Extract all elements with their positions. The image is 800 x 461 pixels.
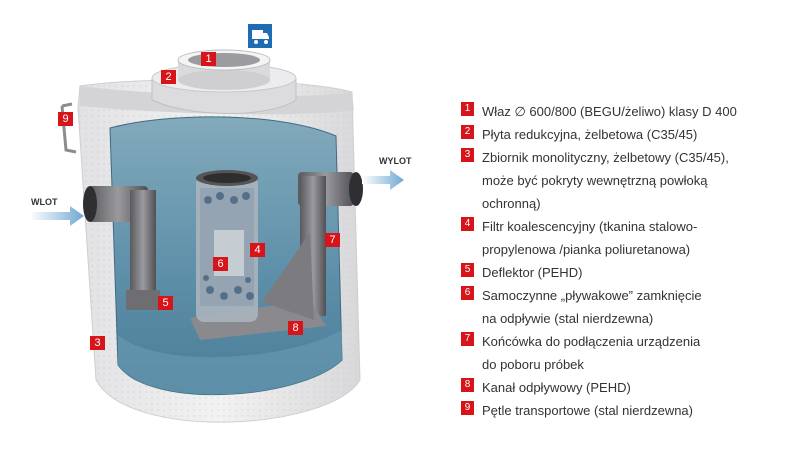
inlet-pipe [83,186,160,310]
callout-4: 4 [250,243,265,257]
legend-badge: 3 [461,148,474,162]
callout-5: 5 [158,296,173,310]
callout-3: 3 [90,336,105,350]
separator-cutaway-diagram [30,24,404,423]
legend-text: ochronną) [482,196,541,211]
legend-badge: 2 [461,125,474,139]
callout-1: 1 [201,52,216,66]
truck-icon [248,24,272,48]
legend-text: do poboru próbek [482,357,584,372]
legend-text: Deflektor (PEHD) [482,265,583,280]
inlet-label: WLOT [31,197,58,207]
legend-badge: 8 [461,378,474,392]
callout-9: 9 [58,112,73,126]
legend-text: Samoczynne „pływakowe” zamknięcie [482,288,702,303]
legend-text: Filtr koalescencyjny (tkanina stalowo- [482,219,698,234]
coalescing-filter [196,170,258,322]
legend-text: Zbiornik monolityczny, żelbetowy (C35/45… [482,150,729,165]
manhole [177,49,271,90]
legend-text: może być pokryty wewnętrzną powłoką [482,173,708,188]
legend-text: Kanał odpływowy (PEHD) [482,380,631,395]
legend-badge: 4 [461,217,474,231]
legend-text: Właz ∅ 600/800 (BEGU/żeliwo) klasy D 400 [482,104,737,119]
callout-2: 2 [161,70,176,84]
outlet-pipe [190,172,363,340]
legend-text: Pętle transportowe (stal nierdzewna) [482,403,693,418]
legend-text: Końcówka do podłączenia urządzenia [482,334,701,349]
callout-7: 7 [325,233,340,247]
callout-8: 8 [288,321,303,335]
legend-badge: 5 [461,263,474,277]
legend-badge: 9 [461,401,474,415]
inlet-arrow [30,206,84,226]
legend-badge: 6 [461,286,474,300]
legend-badge: 7 [461,332,474,346]
legend-text: Płyta redukcyjna, żelbetowa (C35/45) [482,127,698,142]
legend-badge: 1 [461,102,474,116]
callout-6: 6 [213,257,228,271]
legend-text: na odpływie (stal nierdzewna) [482,311,654,326]
outlet-label: WYLOT [379,156,412,166]
outlet-arrow [362,170,404,190]
legend-text: propylenowa /pianka poliuretanowa) [482,242,691,257]
